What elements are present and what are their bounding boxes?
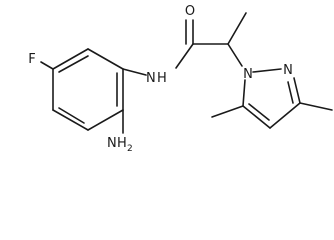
bond-n2-c3-inner [287,81,294,104]
benzene-ring [52,48,124,131]
bond-amide-n-carbonyl [175,43,194,69]
bond-c4-c5-inner [248,103,270,121]
amino-n-label: N [107,136,117,151]
bond-c5-methyl [211,105,244,118]
bond-c3-c4 [52,109,89,131]
bond-c4-c5 [242,105,271,129]
fluorine-label: F [28,52,35,67]
oxygen-label: O [185,4,195,19]
bond-c5-c6-inner [58,55,89,73]
bond-c5-n1 [242,79,246,107]
pyrazole-n2-label: N [283,63,293,78]
bond-n2-c3 [293,77,301,104]
bond-c3-methyl [299,102,333,111]
bond-n1-n2 [252,68,282,73]
pyrazole-ring [242,68,301,129]
bond-ch-pyrazole-n1 [227,43,243,67]
bond-ring-fluorine [40,61,54,70]
bond-c3-c4-inner [58,107,85,124]
bond-ring-amide-n [122,68,147,76]
chemical-structure-diagram: O N H N H 2 F N N [28,4,333,154]
amino-h-subscript: 2 [127,144,133,154]
pyrazole-n1-label: N [243,67,253,82]
bond-ch-methyl [227,12,247,45]
bond-c3-c4 [269,102,301,129]
amide-n-label: N [146,71,156,86]
amide-h-label: H [157,71,167,86]
bond-c5-c6 [52,48,89,70]
bond-c2-c3 [87,109,124,131]
bond-c6-c1 [87,48,124,70]
amino-h-label: H [117,136,127,151]
